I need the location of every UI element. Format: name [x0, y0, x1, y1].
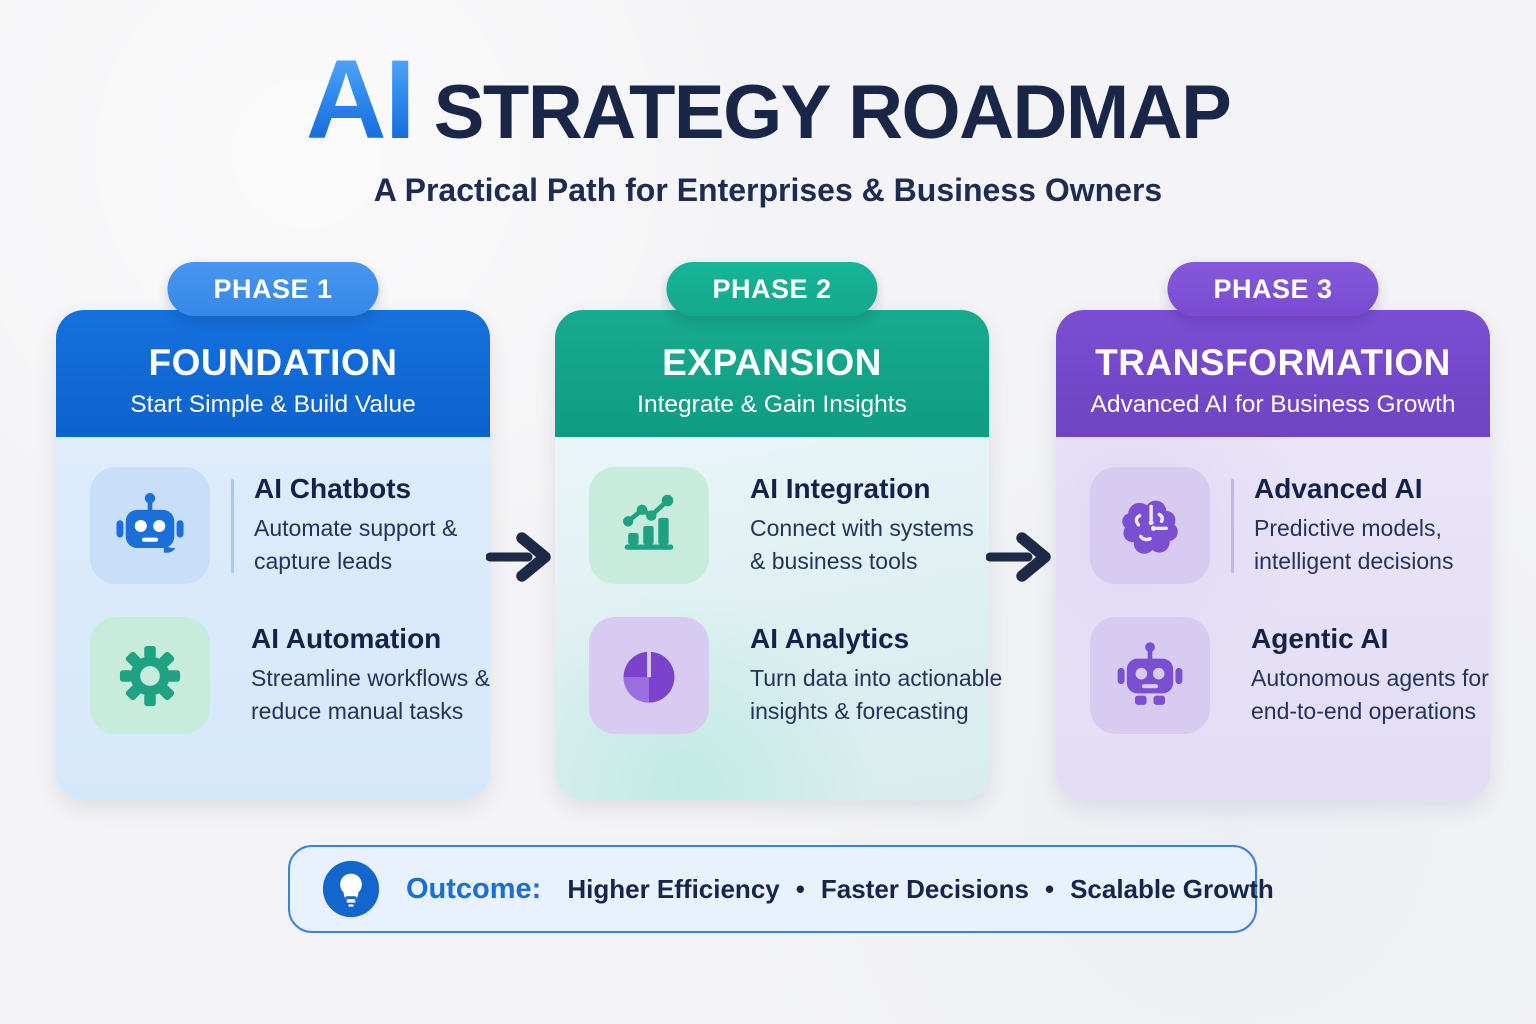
growth-chart-icon: [589, 467, 709, 584]
list-item: AI Analytics Turn data into actionable i…: [589, 617, 1002, 734]
list-item: AI Automation Streamline workflows & red…: [90, 617, 490, 734]
item-description: Turn data into actionable insights & for…: [750, 662, 1002, 727]
desc-line: Streamline workflows &: [251, 665, 491, 692]
phase-1-body: AI Chatbots Automate support & capture l…: [56, 437, 490, 800]
outcome-label: Outcome:: [406, 872, 542, 905]
desc-line: Connect with systems: [750, 515, 974, 542]
phase-2-badge: PHASE 2: [666, 262, 878, 316]
pie-chart-icon: [589, 617, 709, 734]
item-description: Autonomous agents for end-to-end operati…: [1251, 662, 1489, 727]
list-item: AI Chatbots Automate support & capture l…: [90, 467, 466, 584]
item-text: Advanced AI Predictive models, intellige…: [1254, 473, 1453, 577]
outcome-items: Higher Efficiency • Faster Decisions • S…: [567, 874, 1273, 905]
lightbulb-icon: [322, 860, 380, 918]
title-accent-ai: AI: [305, 37, 416, 162]
item-description: Connect with systems & business tools: [750, 512, 974, 577]
phase-3-name: TRANSFORMATION: [1095, 342, 1451, 383]
page-title: AI STRATEGY ROADMAP: [305, 37, 1232, 162]
phase-3-card: PHASE 3 TRANSFORMATION Advanced AI for B…: [1056, 262, 1490, 800]
bullet-separator: •: [795, 873, 805, 904]
phase-2-name: EXPANSION: [662, 342, 882, 383]
item-text: AI Analytics Turn data into actionable i…: [750, 623, 1002, 727]
brain-icon: [1090, 467, 1210, 584]
phase-1-badge: PHASE 1: [167, 262, 379, 316]
list-item: Advanced AI Predictive models, intellige…: [1090, 467, 1466, 584]
phase-3-header: TRANSFORMATION Advanced AI for Business …: [1056, 310, 1490, 437]
item-title: AI Analytics: [750, 623, 910, 655]
phase-2-tagline: Integrate & Gain Insights: [637, 391, 907, 418]
phase-2-body: AI Integration Connect with systems & bu…: [555, 437, 1002, 800]
infographic-header: AI STRATEGY ROADMAP A Practical Path for…: [0, 44, 1536, 209]
item-text: AI Automation Streamline workflows & red…: [251, 623, 490, 727]
phase-3-tagline: Advanced AI for Business Growth: [1090, 391, 1456, 418]
outcome-bar: Outcome: Higher Efficiency • Faster Deci…: [288, 845, 1274, 933]
right-arrow-icon: [986, 532, 1051, 582]
list-item: AI Integration Connect with systems & bu…: [589, 467, 974, 584]
gear-icon: [90, 617, 210, 734]
item-title: AI Chatbots: [254, 473, 412, 505]
outcome-item: Scalable Growth: [1070, 873, 1274, 904]
phase-3-body: Advanced AI Predictive models, intellige…: [1056, 437, 1490, 800]
agent-robot-icon: [1090, 617, 1210, 734]
item-text: AI Integration Connect with systems & bu…: [750, 473, 974, 577]
page-subtitle: A Practical Path for Enterprises & Busin…: [373, 172, 1163, 208]
phase-1-header: FOUNDATION Start Simple & Build Value: [56, 310, 490, 437]
bullet-separator: •: [1044, 873, 1055, 904]
desc-line: insights & forecasting: [750, 698, 969, 724]
outcome-item: Faster Decisions: [820, 873, 1029, 904]
desc-line: capture leads: [254, 548, 393, 574]
title-main: STRATEGY ROADMAP: [433, 70, 1232, 155]
phase-1-card: PHASE 1 FOUNDATION Start Simple & Build …: [56, 262, 490, 800]
item-description: Predictive models, intelligent decisions: [1254, 512, 1453, 577]
desc-line: intelligent decisions: [1254, 548, 1454, 574]
item-title: Agentic AI: [1251, 623, 1389, 655]
item-description: Streamline workflows & reduce manual tas…: [251, 662, 490, 727]
desc-line: Turn data into actionable: [750, 665, 1003, 692]
item-divider: [231, 478, 234, 573]
desc-line: Predictive models,: [1254, 515, 1442, 542]
phase-3-badge: PHASE 3: [1167, 262, 1379, 316]
item-title: AI Automation: [251, 623, 442, 655]
item-text: AI Chatbots Automate support & capture l…: [254, 473, 457, 577]
phase-1-name: FOUNDATION: [148, 342, 398, 383]
desc-line: & business tools: [750, 548, 918, 574]
desc-line: Automate support &: [254, 515, 458, 542]
item-divider: [1231, 478, 1234, 573]
right-arrow-icon: [486, 532, 551, 582]
desc-line: end-to-end operations: [1251, 698, 1477, 724]
desc-line: reduce manual tasks: [251, 698, 464, 724]
item-title: AI Integration: [750, 473, 931, 505]
item-description: Automate support & capture leads: [254, 512, 457, 577]
phase-2-card: PHASE 2 EXPANSION Integrate & Gain Insig…: [555, 262, 1002, 800]
desc-line: Autonomous agents for: [1251, 665, 1489, 692]
list-item: Agentic AI Autonomous agents for end-to-…: [1090, 617, 1489, 734]
phase-1-tagline: Start Simple & Build Value: [130, 391, 416, 418]
item-title: Advanced AI: [1254, 473, 1423, 505]
item-text: Agentic AI Autonomous agents for end-to-…: [1251, 623, 1489, 727]
chatbot-robot-icon: [90, 467, 210, 584]
phase-2-header: EXPANSION Integrate & Gain Insights: [555, 310, 989, 437]
outcome-item: Higher Efficiency: [567, 873, 780, 904]
